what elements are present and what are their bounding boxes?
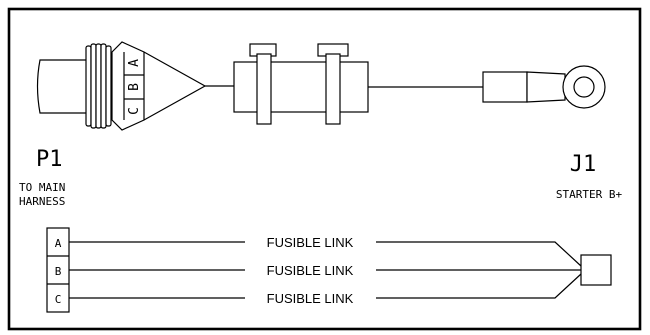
p1-description-line1: TO MAIN <box>19 181 65 194</box>
p1-pin-label-a: A <box>127 59 142 67</box>
wire-b-label: FUSIBLE LINK <box>267 263 354 278</box>
schematic-pin-a: A <box>55 237 62 250</box>
j1-description-label: STARTER B+ <box>556 188 623 201</box>
schematic-pin-c: C <box>55 293 62 306</box>
p1-pin-label-c: C <box>127 107 142 115</box>
wire-a-right <box>376 241 582 267</box>
schematic-pin-b: B <box>55 265 62 278</box>
wire-c-right <box>376 273 582 299</box>
drawing-border <box>7 7 642 331</box>
schematic-terminal-j1 <box>580 254 612 286</box>
p1-description-line2: HARNESS <box>19 195 65 208</box>
j1-ring-terminal <box>482 65 606 109</box>
p1-pin-label-b: B <box>127 83 142 91</box>
fusible-link-holder <box>233 43 369 125</box>
wire-c-label: FUSIBLE LINK <box>267 291 354 306</box>
j1-reference-label: J1 <box>570 152 597 177</box>
p1-connector-body <box>36 41 207 131</box>
wire-a-label: FUSIBLE LINK <box>267 235 354 250</box>
p1-reference-label: P1 <box>36 147 63 172</box>
